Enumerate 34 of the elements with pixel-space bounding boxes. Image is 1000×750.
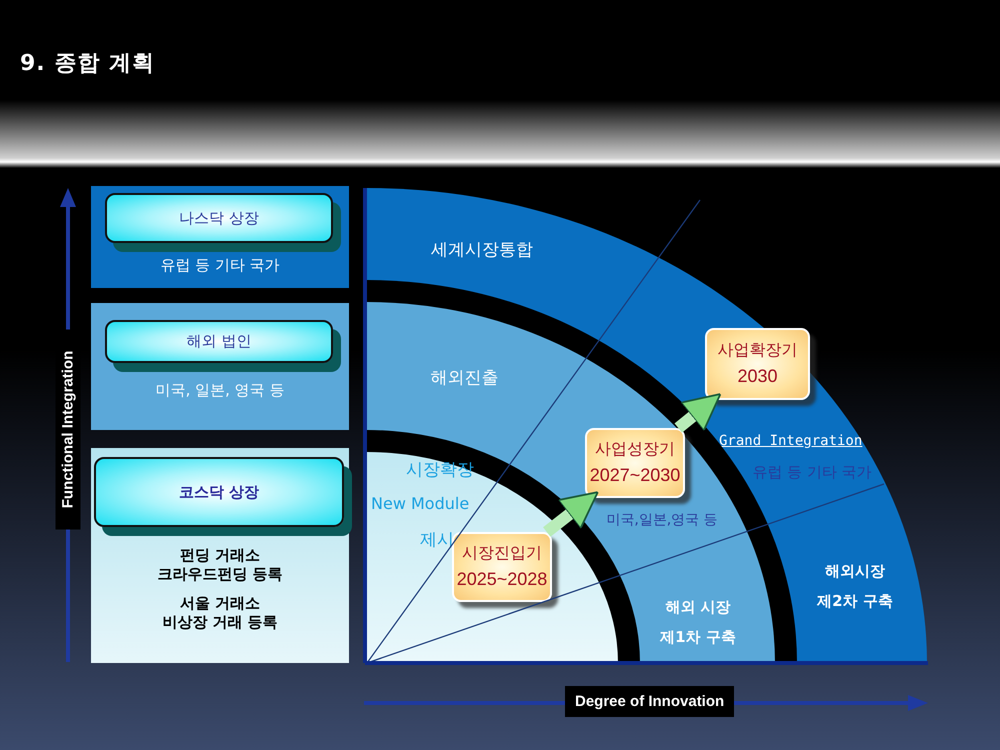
box-title: 나스닥 상장 xyxy=(179,208,259,228)
panel-text: 유럽 등 기타 국가 xyxy=(159,256,281,275)
phase-text: 2030 xyxy=(737,364,778,388)
band-label: 세계시장통합 xyxy=(430,240,534,262)
band-label: 해외진출 xyxy=(430,368,500,390)
quarter-ring-band xyxy=(367,188,927,663)
band-label: Grand Integration xyxy=(719,433,862,450)
panel-text: 미국, 일본, 영국 등 xyxy=(154,381,286,400)
panel-text: 서울 거래소 비상장 거래 등록 xyxy=(161,594,279,632)
band-label: New Module xyxy=(371,494,470,514)
phase-box xyxy=(452,532,552,602)
block-arrow xyxy=(543,491,599,537)
block-arrow xyxy=(674,393,722,433)
panel-text: 펀딩 거래소 크라우드펀딩 등록 xyxy=(156,546,284,584)
stage-panel xyxy=(91,448,349,663)
stage-panel xyxy=(91,303,349,430)
band-label: 제시 xyxy=(419,530,455,552)
axis-label: Degree of Innovation xyxy=(565,686,734,717)
phase-text: 시장진입기 xyxy=(462,544,542,564)
band-label: 시장확장 xyxy=(405,460,475,482)
axis-label: Functional Integration xyxy=(56,330,80,530)
phase-text: 2025~2028 xyxy=(456,568,548,590)
stage-panel xyxy=(91,186,349,288)
slide-title: 9. 종합 계획 xyxy=(20,50,155,78)
band-label: 해외시장 제2차 구축 xyxy=(816,561,894,612)
phase-box xyxy=(705,328,810,400)
phase-text: 2027~2030 xyxy=(590,464,680,486)
phase-box xyxy=(585,428,685,498)
box-title: 코스닥 상장 xyxy=(178,482,260,502)
band-label: 미국,일본,영국 등 xyxy=(605,512,719,530)
phase-text: 사업확장기 xyxy=(718,340,798,360)
box-title: 해외 법인 xyxy=(186,332,252,351)
band-label: 해외 시장 제1차 구축 xyxy=(658,597,737,648)
phase-text: 사업성장기 xyxy=(595,440,675,460)
